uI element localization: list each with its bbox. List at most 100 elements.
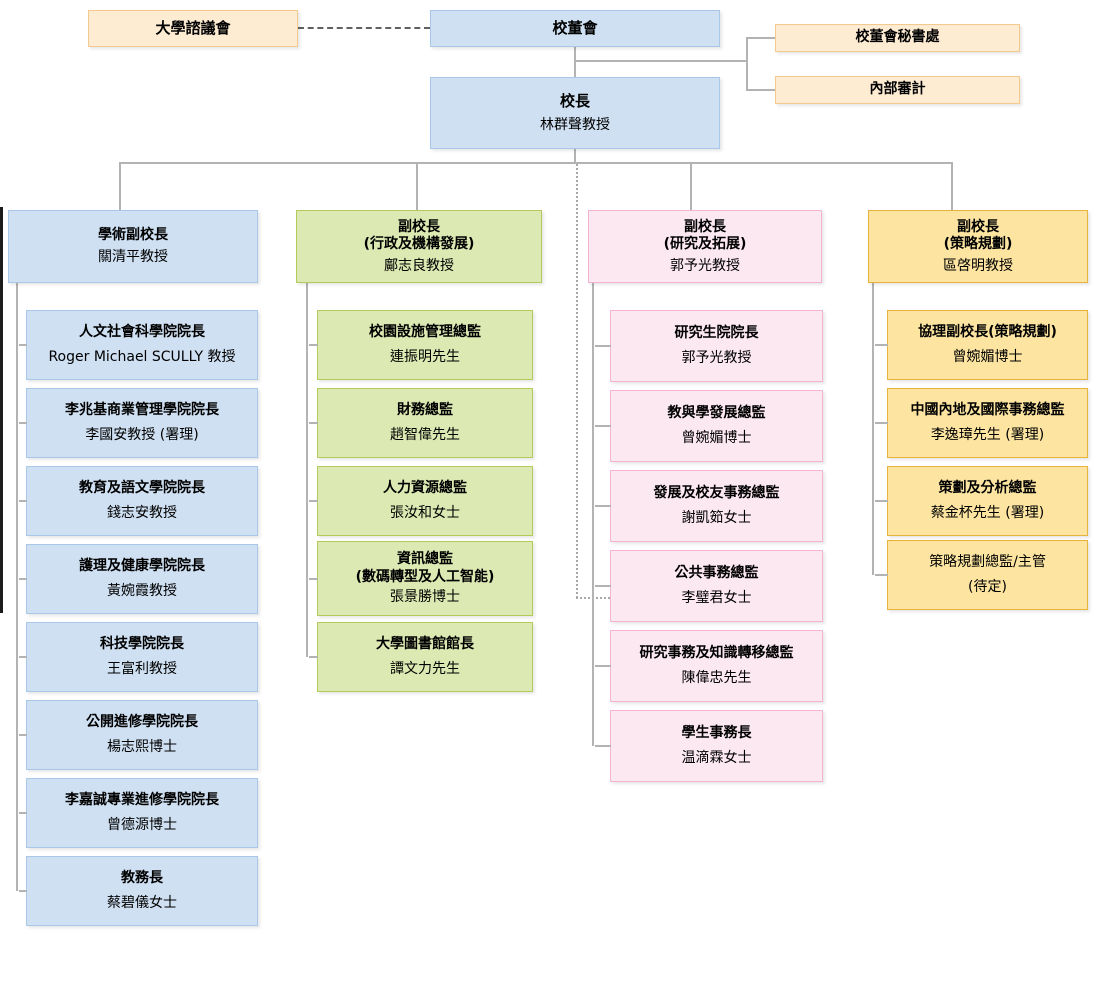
box-title: 科技學院院長	[100, 636, 184, 653]
box-name: 蔡碧儀女士	[107, 894, 177, 911]
box-name: 曾婉媚博士	[681, 429, 752, 446]
box-title: 研究生院院長	[674, 325, 759, 342]
box-strategy-child-3: 策劃及分析總監 蔡金杯先生 (署理)	[875, 466, 1088, 536]
box-name: 温滴霖女士	[681, 749, 752, 766]
box-name: 曾德源博士	[107, 816, 177, 833]
connector-drop-col2	[416, 162, 418, 210]
box-name: 郭予光教授	[681, 349, 752, 366]
connector-board-right	[574, 60, 748, 62]
box-title: 護理及健康學院院長	[79, 558, 205, 575]
vp-admin-box: 副校長 (行政及機構發展) 鄺志良教授	[296, 210, 542, 283]
box-strategy-child-4: 策略規劃總監/主管 (待定)	[875, 540, 1088, 610]
box-strategy-child-1: 協理副校長(策略規劃) 曾婉媚博士	[875, 310, 1088, 380]
box-title: 財務總監	[397, 402, 453, 419]
council-box: 大學諮議會	[88, 10, 298, 47]
box-name: 王富利教授	[107, 660, 177, 677]
box-admin-child-4: 資訊總監 (數碼轉型及人工智能) 張景勝博士	[309, 541, 533, 616]
box-name: 張景勝博士	[390, 589, 460, 606]
connector-drop-col4	[951, 162, 953, 210]
box-title: 研究事務及知識轉移總監	[639, 645, 794, 662]
box-academic-child-8: 教務長 蔡碧儀女士	[19, 856, 258, 926]
president-box: 校長 林群聲教授	[430, 77, 720, 149]
vp-strategy-name: 區啓明教授	[943, 257, 1013, 274]
box-name: 趙智偉先生	[390, 426, 460, 443]
box-title: 策略規劃總監/主管	[929, 554, 1046, 571]
internal-audit-box: 內部審計	[775, 76, 1020, 104]
box-name: 楊志熙博士	[107, 738, 177, 755]
box-name: 黃婉霞教授	[107, 582, 177, 599]
box-title: 校園設施管理總監	[369, 324, 481, 341]
box-title: 學生事務長	[681, 725, 752, 742]
box-title: 公共事務總監	[674, 565, 759, 582]
box-title: 發展及校友事務總監	[653, 485, 780, 502]
vp-strategy-title: 副校長 (策略規劃)	[943, 218, 1013, 253]
connector-audit-stub	[746, 89, 775, 91]
box-name: 陳偉忠先生	[681, 669, 752, 686]
box-academic-child-2: 李兆基商業管理學院院長 李國安教授 (署理)	[19, 388, 258, 458]
box-title: 協理副校長(策略規劃)	[918, 324, 1057, 341]
box-name: 曾婉媚博士	[952, 348, 1023, 365]
box-admin-child-2: 財務總監 趙智偉先生	[309, 388, 533, 458]
box-name: 蔡金杯先生 (署理)	[930, 504, 1045, 521]
connector-secretariat-stub	[746, 37, 775, 39]
box-research-child-6: 學生事務長 温滴霖女士	[595, 710, 823, 782]
board-box: 校董會	[430, 10, 720, 47]
box-research-child-4: 公共事務總監 李璧君女士	[595, 550, 823, 622]
box-academic-child-5: 科技學院院長 王富利教授	[19, 622, 258, 692]
vp-admin-title: 副校長 (行政及機構發展)	[363, 218, 475, 253]
board-secretariat-box: 校董會秘書處	[775, 24, 1020, 52]
box-research-child-5: 研究事務及知識轉移總監 陳偉忠先生	[595, 630, 823, 702]
board-secretariat-label: 校董會秘書處	[855, 29, 940, 46]
vp-academic-title: 學術副校長	[98, 227, 168, 244]
box-academic-child-3: 教育及語文學院院長 錢志安教授	[19, 466, 258, 536]
box-title: 中國內地及國際事務總監	[910, 402, 1065, 419]
box-academic-child-7: 李嘉誠專業進修學院院長 曾德源博士	[19, 778, 258, 848]
box-research-child-2: 教與學發展總監 曾婉媚博士	[595, 390, 823, 462]
box-name: 李逸璋先生 (署理)	[930, 426, 1045, 443]
vp-academic-box: 學術副校長 關清平教授	[8, 210, 258, 283]
president-name: 林群聲教授	[540, 117, 610, 134]
connector-president-down	[574, 149, 576, 164]
box-academic-child-4: 護理及健康學院院長 黃婉霞教授	[19, 544, 258, 614]
box-strategy-child-2: 中國內地及國際事務總監 李逸璋先生 (署理)	[875, 388, 1088, 458]
box-title: 人文社會科學院院長	[79, 324, 205, 341]
box-title: 策劃及分析總監	[938, 480, 1037, 497]
box-name: 謝凱筎女士	[681, 509, 752, 526]
connector-drop-col1	[119, 162, 121, 210]
box-research-child-3: 發展及校友事務總監 謝凱筎女士	[595, 470, 823, 542]
vp-admin-name: 鄺志良教授	[384, 257, 454, 274]
trunk-col2	[306, 283, 308, 657]
box-name: 李國安教授 (署理)	[85, 426, 199, 443]
box-title: 人力資源總監	[383, 480, 467, 497]
box-title: 資訊總監 (數碼轉型及人工智能)	[355, 551, 495, 585]
box-name: 李璧君女士	[681, 589, 752, 606]
vp-strategy-box: 副校長 (策略規劃) 區啓明教授	[868, 210, 1088, 283]
left-edge-bar	[0, 207, 3, 613]
box-name: (待定)	[968, 578, 1007, 595]
box-title: 教育及語文學院院長	[79, 480, 205, 497]
connector-drop-col3	[690, 162, 692, 210]
box-name: 連振明先生	[390, 348, 460, 365]
box-research-child-1: 研究生院院長 郭予光教授	[595, 310, 823, 382]
box-admin-child-3: 人力資源總監 張汝和女士	[309, 466, 533, 536]
trunk-col4	[872, 283, 874, 575]
trunk-col3	[592, 283, 594, 746]
box-name: 譚文力先生	[390, 660, 460, 677]
connector-council-board-dashed	[298, 27, 430, 29]
vp-research-box: 副校長 (研究及拓展) 郭予光教授	[588, 210, 822, 283]
box-title: 教與學發展總監	[667, 405, 766, 422]
box-title: 李嘉誠專業進修學院院長	[65, 792, 219, 809]
box-title: 大學圖書館館長	[376, 636, 474, 653]
box-academic-child-1: 人文社會科學院院長 Roger Michael SCULLY 教授	[19, 310, 258, 380]
box-name: 錢志安教授	[107, 504, 177, 521]
box-name: Roger Michael SCULLY 教授	[48, 348, 236, 365]
connector-dotted-vertical	[576, 164, 578, 598]
president-title: 校長	[559, 91, 590, 110]
internal-audit-label: 內部審計	[869, 81, 926, 98]
connector-main-horizontal	[119, 162, 953, 164]
board-label: 校董會	[552, 19, 598, 38]
vp-research-name: 郭予光教授	[670, 257, 740, 274]
connector-right-trunk	[746, 38, 748, 90]
trunk-col1	[16, 283, 18, 891]
